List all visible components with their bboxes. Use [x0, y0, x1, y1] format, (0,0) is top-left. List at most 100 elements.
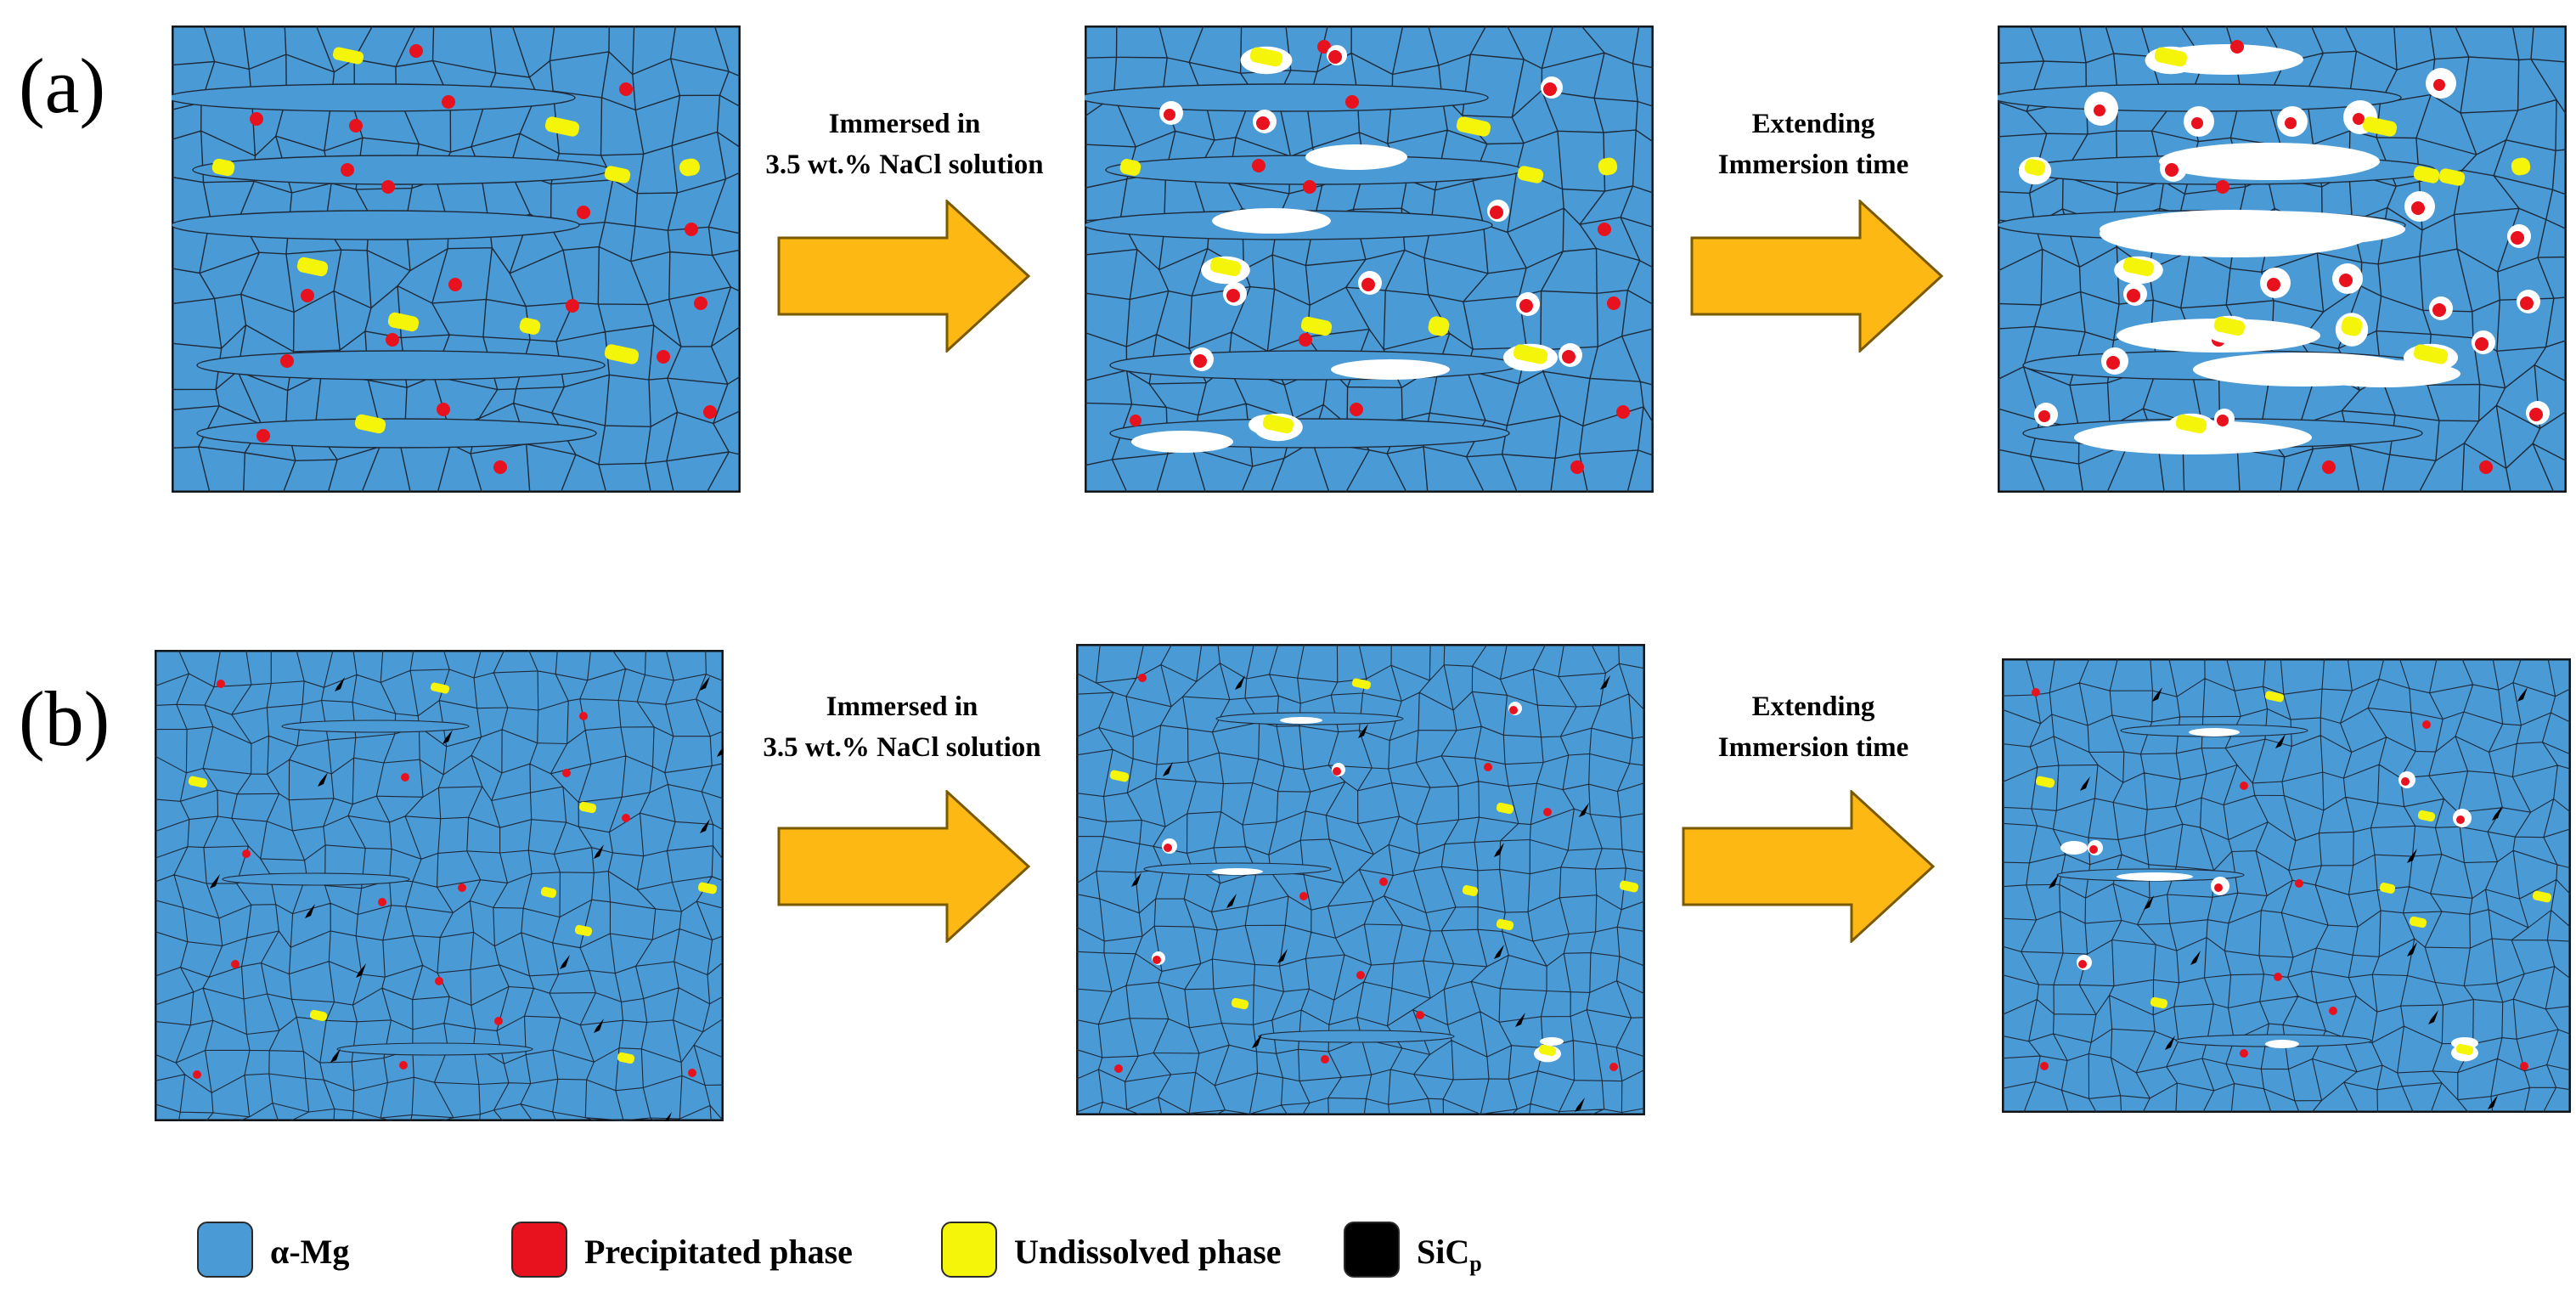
precipitate — [2106, 356, 2120, 370]
precipitate — [1379, 878, 1388, 886]
precipitate — [2040, 1062, 2049, 1070]
corrosion-zone — [1212, 208, 1331, 234]
precipitate — [2411, 201, 2425, 215]
step-b1-line2: 3.5 wt.% NaCl solution — [763, 732, 1041, 763]
sicp-particle — [1494, 945, 1504, 959]
precipitate — [435, 977, 443, 985]
undissolved-particle — [2264, 691, 2285, 703]
precipitate — [256, 429, 270, 443]
corrosion-zone — [1212, 868, 1263, 875]
microstructure-svg — [155, 650, 724, 1121]
microstructure-svg — [1998, 25, 2567, 493]
precipitate — [2230, 40, 2244, 54]
undissolved-particle — [296, 257, 329, 277]
undissolved-particle — [679, 158, 701, 177]
sicp-particle — [2190, 951, 2201, 965]
precipitate — [1519, 299, 1533, 313]
precipitate — [1114, 1064, 1123, 1073]
precipitate — [2432, 303, 2446, 317]
legend-label: Precipitated phase — [584, 1233, 853, 1271]
sicp-particle — [442, 730, 453, 744]
undissolved-particle — [1496, 802, 1514, 815]
precipitate — [1193, 354, 1207, 368]
precipitate — [2295, 879, 2303, 888]
sicp-particle — [1494, 843, 1504, 857]
precipitate — [619, 82, 633, 96]
precipitate — [1299, 333, 1312, 347]
undissolved-particle — [604, 344, 640, 364]
step-b2-text: Extending Immersion time — [1635, 686, 1992, 768]
sicp-particle — [2488, 1095, 2498, 1109]
undissolved-particle — [2438, 168, 2466, 186]
precipitate — [2285, 117, 2297, 129]
precipitate — [1153, 956, 1161, 964]
panel-a-initial — [172, 25, 741, 493]
step-a1-line2: 3.5 wt.% NaCl solution — [765, 150, 1044, 180]
precipitate — [685, 223, 698, 236]
precipitate — [2240, 782, 2248, 790]
alpha-mg-swatch-icon — [197, 1222, 253, 1278]
step-b1-text: Immersed in 3.5 wt.% NaCl solution — [724, 686, 1080, 768]
sicp-particle — [305, 904, 315, 918]
undissolved-particle — [1262, 414, 1294, 434]
panel-a-extended — [1998, 25, 2567, 493]
precipitate — [2038, 410, 2050, 422]
panel-a-immersed — [1085, 25, 1654, 493]
precipitate — [1609, 1063, 1618, 1071]
precipitate — [493, 460, 507, 474]
sicp-particle — [335, 677, 345, 691]
precipitate — [442, 95, 455, 109]
precipitate — [1164, 109, 1175, 121]
precipitate — [1317, 40, 1331, 54]
undissolved-particle — [2455, 1043, 2474, 1056]
precipitate — [577, 206, 590, 219]
sicp-particle — [1235, 675, 1245, 690]
undissolved-particle — [519, 318, 541, 335]
precipitate — [622, 814, 630, 822]
sicp-particle — [1600, 675, 1610, 690]
sicp-particle — [2517, 687, 2528, 702]
precipitate — [688, 1069, 696, 1077]
elongated-grain — [1258, 1030, 1455, 1043]
elongated-grain — [281, 720, 470, 733]
precipitate — [2217, 415, 2229, 426]
precipitate — [1321, 1055, 1329, 1064]
precipitate — [2353, 113, 2365, 125]
precipitate — [1509, 706, 1518, 714]
precipitate — [566, 299, 579, 313]
step-b2-line1: Extending — [1751, 691, 1875, 722]
sicp-particle — [2080, 776, 2090, 791]
precipitate — [2475, 337, 2489, 351]
precipitate — [1562, 350, 1575, 364]
undissolved-particle — [211, 158, 235, 177]
grain-boundaries — [1076, 644, 1645, 1115]
precipitate — [2422, 720, 2431, 729]
arrow-right-icon — [777, 200, 1031, 353]
sicp-particle — [356, 963, 366, 978]
grain-boundaries — [155, 650, 724, 1121]
sicp-particle — [2165, 1036, 2175, 1050]
microstructure-svg — [1085, 25, 1654, 493]
precipitate — [1543, 808, 1552, 816]
undissolved-particle — [2417, 810, 2436, 822]
sicp-particle — [1579, 803, 1589, 817]
sicp-particle — [1131, 872, 1141, 887]
precipitate — [2520, 296, 2534, 310]
precipitate — [2529, 408, 2543, 421]
precipitate — [378, 898, 386, 906]
sicp-particle — [594, 844, 604, 859]
panel-b-initial — [155, 650, 724, 1121]
legend-label: SiCp — [1417, 1232, 1482, 1277]
elongated-grain — [222, 872, 410, 886]
corrosion-zone — [1131, 431, 1233, 453]
undissolved-particle — [309, 1009, 328, 1022]
undissolved-particle — [1351, 678, 1372, 690]
undissolved-particle — [1231, 997, 1249, 1010]
corrosion-zone — [1305, 144, 1407, 170]
arrow-right-icon — [1682, 790, 1936, 943]
sicp-particle — [717, 746, 724, 757]
precipitate — [579, 712, 588, 720]
precipitate — [349, 119, 363, 133]
sicp-particle — [1515, 1013, 1525, 1027]
precipitate — [2274, 973, 2282, 981]
